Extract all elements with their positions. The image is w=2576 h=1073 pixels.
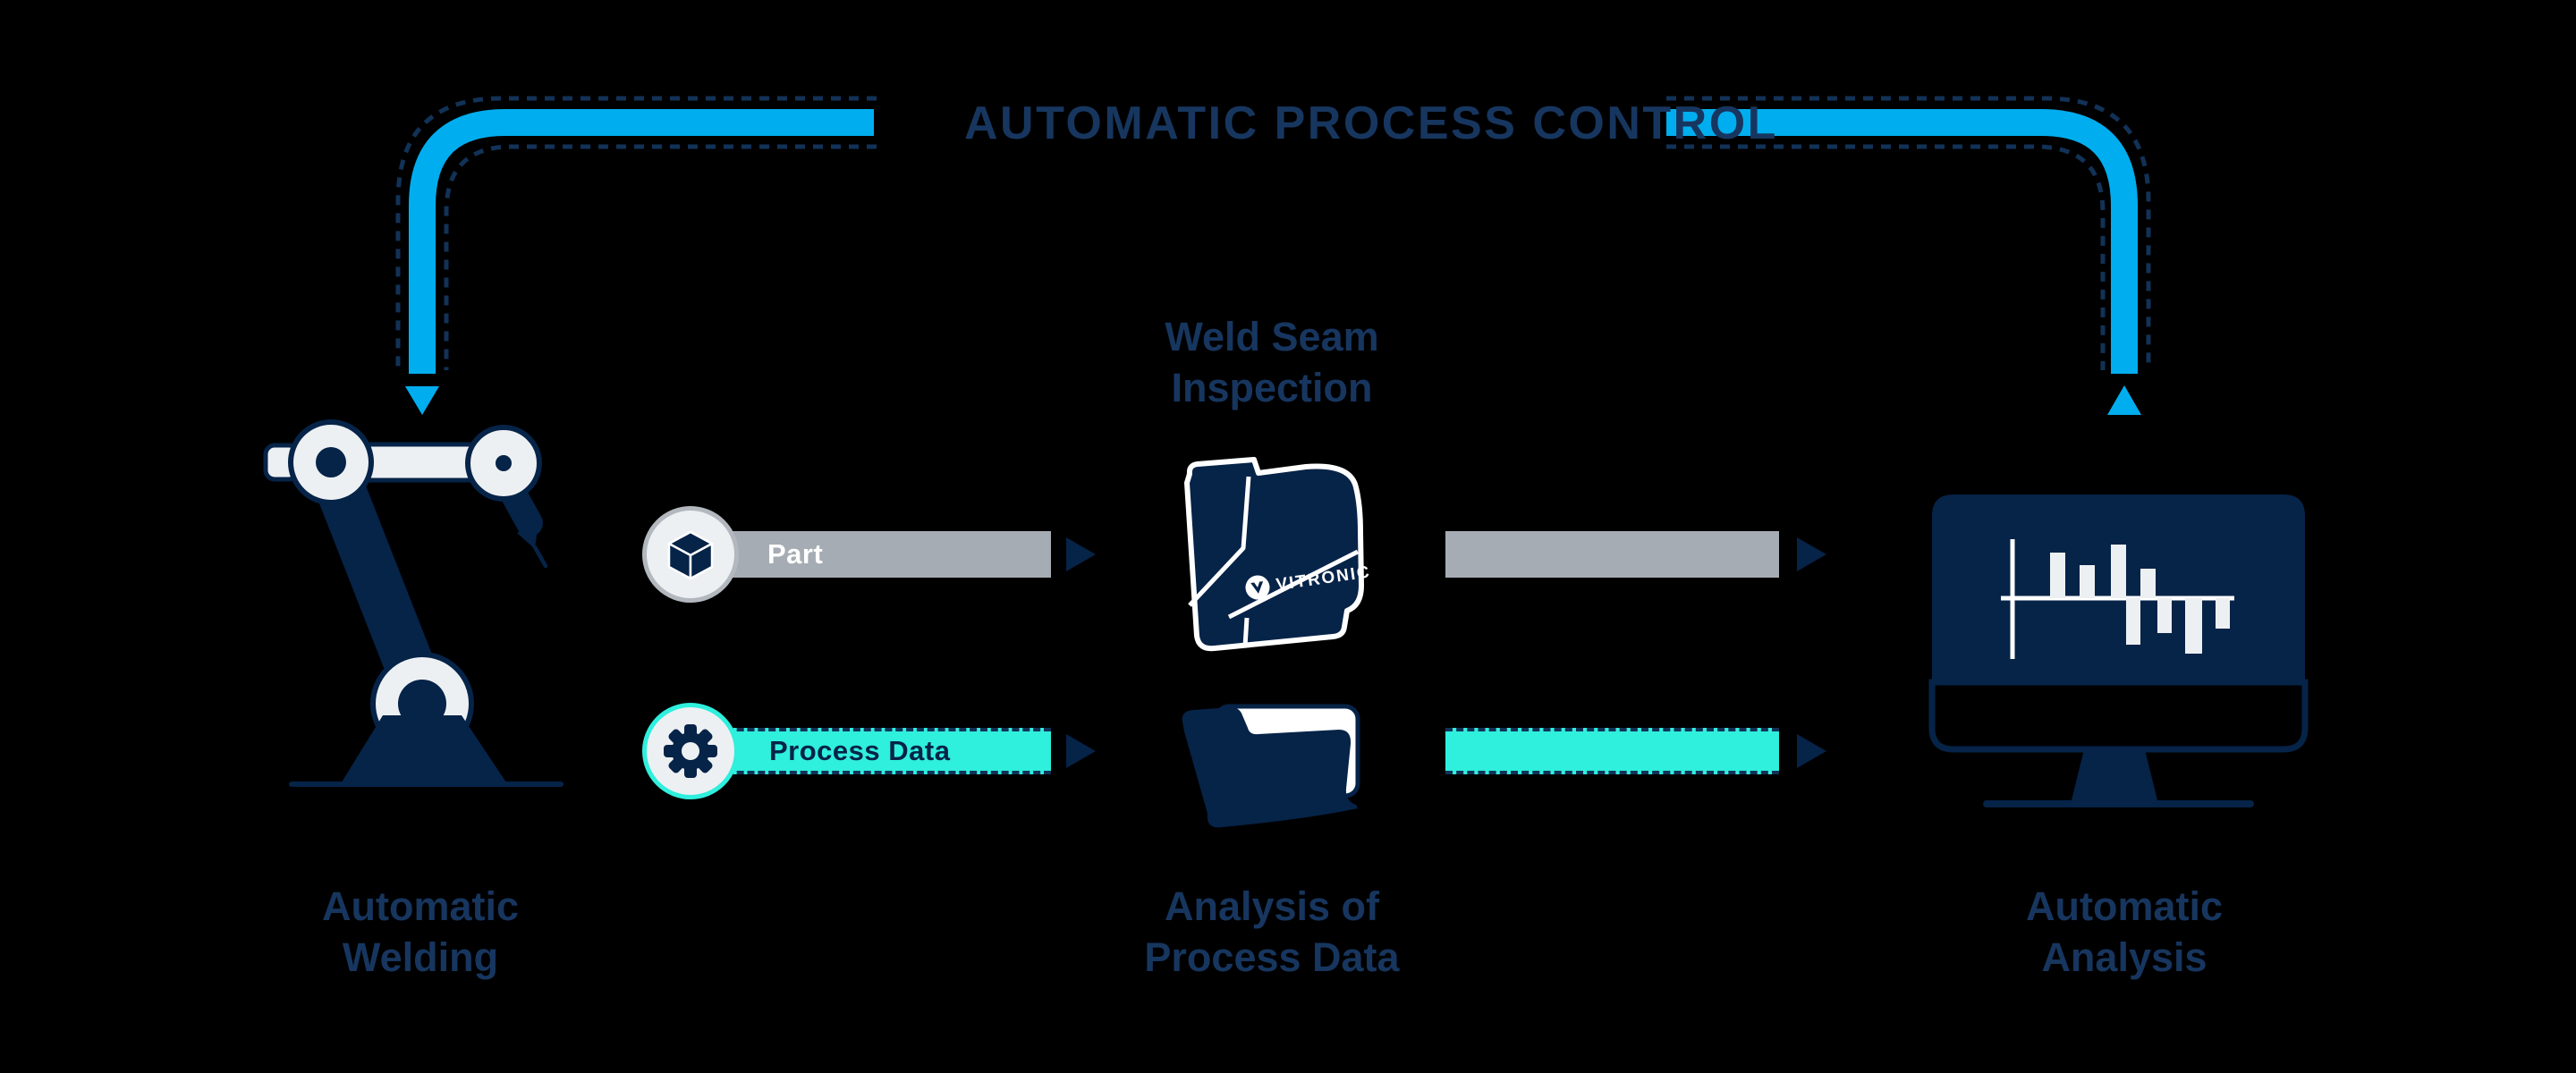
chart-bar [2216, 598, 2230, 629]
part-badge [642, 506, 739, 603]
chart-bar [2185, 598, 2202, 654]
loop-band-left [409, 109, 874, 374]
process-data-badge [642, 703, 739, 799]
analysis-monitor-icon [1928, 494, 2309, 807]
robot-incoming-arrow-icon [405, 386, 438, 414]
process-data-flow-bar-2 [1445, 728, 1779, 774]
chart-bar [2080, 565, 2095, 598]
chart-bar [2111, 545, 2126, 598]
cube-icon [667, 530, 714, 580]
diagram-title: AUTOMATIC PROCESS CONTROL [964, 97, 1778, 149]
label-automatic-analysis: Automatic Analysis [2025, 883, 2223, 980]
welding-robot-icon [263, 386, 564, 787]
loop-dash-right-inner [1666, 144, 2106, 370]
part-arrowhead-2-icon [1797, 537, 1826, 571]
loop-dash-right-outer [1666, 96, 2151, 370]
part-flow-bar-2 [1445, 531, 1779, 578]
part-arrowhead-icon [1066, 537, 1096, 571]
loop-dash-left-outer [395, 96, 877, 370]
label-automatic-welding: Automatic Welding [321, 883, 519, 980]
loop-arrow-up-icon [2107, 385, 2141, 415]
process-data-flow-label: Process Data [769, 735, 951, 766]
part-flow-bar: Part [716, 531, 1051, 578]
folder-icon [1182, 704, 1360, 828]
label-analysis-of-process-data: Analysis of Process Data [1144, 883, 1400, 980]
process-data-flow-bar: Process Data [716, 728, 1051, 774]
mini-bar-chart [2001, 539, 2234, 659]
process-data-arrowhead-icon [1066, 734, 1096, 768]
gear-icon [664, 724, 717, 778]
part-flow-label: Part [767, 538, 824, 570]
loop-dash-left-inner [444, 144, 877, 370]
chart-bar [2126, 598, 2140, 645]
process-data-arrowhead-2-icon [1797, 734, 1826, 768]
chart-bar [2140, 569, 2156, 598]
robot-ground-line [289, 782, 564, 787]
weld-seam-scanner-icon: VITRONIC [1184, 457, 1372, 652]
chart-bar [2157, 598, 2172, 633]
loop-band-right [1666, 109, 2138, 374]
label-weld-seam-inspection: Weld Seam Inspection [1165, 314, 1379, 410]
chart-bar [2050, 553, 2065, 598]
